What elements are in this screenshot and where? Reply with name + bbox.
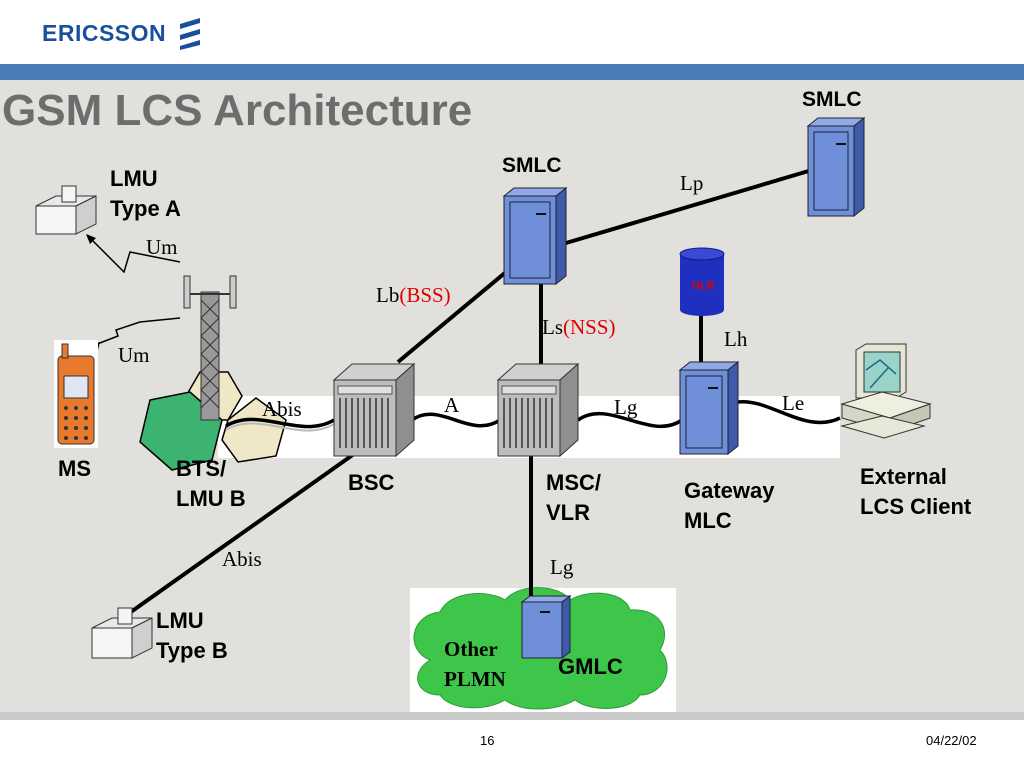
iface-abis-low: Abis [222,547,262,571]
smlc-mid-label: SMLC [502,154,562,177]
lmu-type-a-label-2: Type A [110,196,181,221]
footer [0,720,1024,768]
logo-text: ERICSSON [42,20,167,46]
other-plmn-label-2: PLMN [444,667,506,691]
msc-label-2: VLR [546,500,590,525]
arrow-head [86,234,96,244]
iface-um-top: Um [146,235,178,259]
link-msc-gmlc [577,412,683,428]
iface-a: A [444,393,460,417]
link-bts-bsc-shadow [225,422,335,432]
bts-label-2: LMU B [176,486,246,511]
page-title: GSM LCS Architecture [2,86,473,135]
iface-ls: Ls(NSS) [542,315,616,339]
iface-ls-name: Ls [542,315,563,339]
lmu-type-b-label-1: LMU [156,608,204,633]
iface-abis-mid: Abis [262,397,302,421]
lmu-type-a-label-1: LMU [110,166,158,191]
cell-hex-right [221,397,287,463]
link-lp [565,168,813,245]
link-bts-bsc [225,417,335,429]
smlc-top-label: SMLC [802,88,862,111]
link-gmlc-client [737,400,841,425]
iface-lb-suffix: (BSS) [399,283,450,307]
iface-lg-low: Lg [550,555,574,579]
msc-label-1: MSC/ [546,470,601,495]
ericsson-logo: ERICSSON [42,20,166,47]
slide-date: 04/22/02 [926,733,977,748]
lmu-type-b-icon [91,607,153,659]
link-lb [396,260,520,364]
smlc-server-icon [502,186,568,286]
bsc-label: BSC [348,470,395,495]
iface-le: Le [782,391,804,415]
smlc-server-icon [806,116,866,218]
other-plmn-label-1: Other [444,637,498,661]
hlr-database-icon: HLR [679,247,725,316]
gateway-mlc-label-1: Gateway [684,478,775,503]
gmlc-server-icon [520,595,572,659]
footer-bar [0,712,1024,720]
radio-link-lmu-a [87,235,181,274]
link-abis-low [126,452,356,616]
ericsson-logo-icon [180,18,200,50]
page-number: 16 [480,733,495,748]
header-bar [0,64,1024,80]
hlr-label: HLR [692,280,715,292]
gmlc-label: GMLC [558,654,623,679]
iface-ls-suffix: (NSS) [563,315,616,339]
ms-label: MS [58,456,91,481]
bsc-rack-icon [332,362,416,458]
iface-lp: Lp [680,171,703,195]
radio-link-ms [91,317,181,347]
iface-lg-mid: Lg [614,395,638,419]
gateway-mlc-label-2: MLC [684,508,732,533]
lmu-type-b-label-2: Type B [156,638,228,663]
iface-lb-name: Lb [376,283,399,307]
external-client-label-2: LCS Client [860,494,972,519]
gateway-mlc-server-icon [678,360,740,456]
bts-tower-icon [183,275,237,421]
bts-label-1: BTS/ [176,456,226,481]
lmu-type-a-icon [35,185,97,235]
msc-rack-icon [496,362,580,458]
mobile-phone-icon [54,340,98,448]
link-bsc-msc [410,412,501,428]
iface-um-bottom: Um [118,343,150,367]
computer-icon [840,343,932,439]
iface-lh: Lh [724,327,748,351]
iface-lb: Lb(BSS) [376,283,451,307]
external-client-label-1: External [860,464,947,489]
header [0,0,1024,64]
